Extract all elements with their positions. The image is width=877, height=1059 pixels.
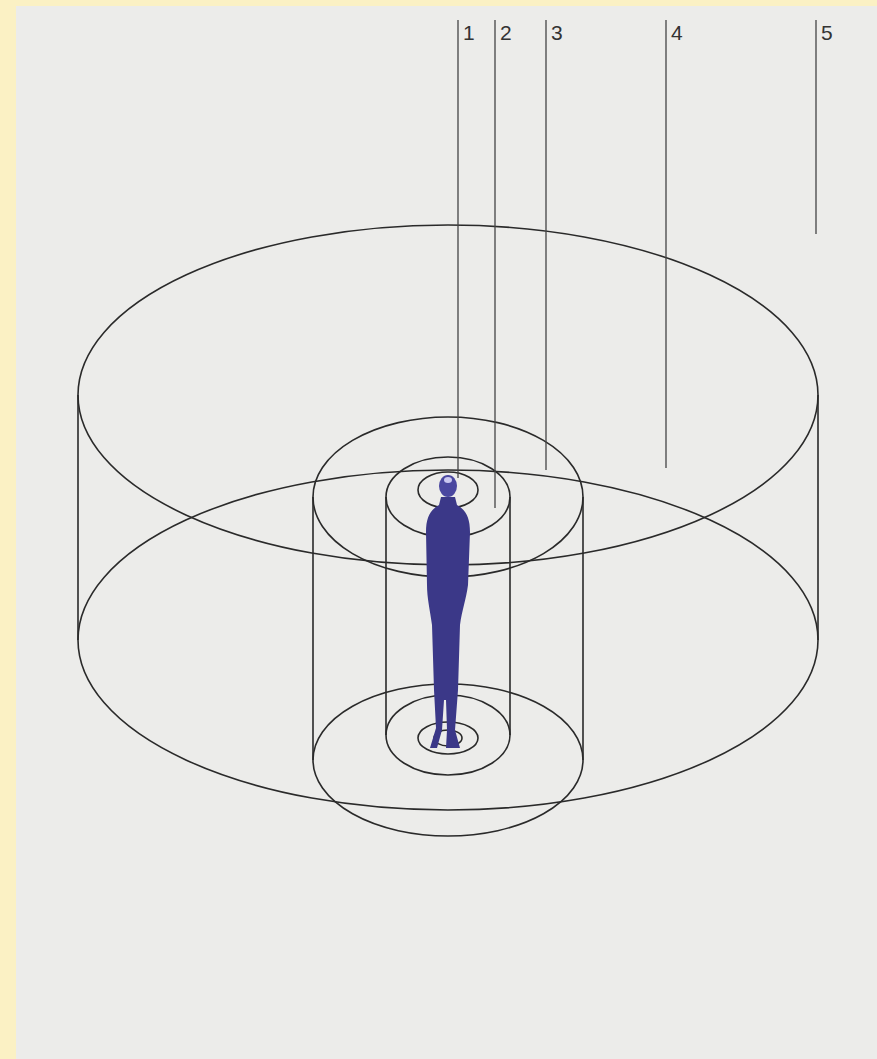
- leader-lines: [458, 20, 816, 508]
- leader-line: [815, 20, 816, 234]
- outer-cylinder-side: [817, 395, 819, 640]
- callout-number: 1: [463, 22, 475, 43]
- callout-number: 3: [551, 22, 563, 43]
- callout-number: 5: [821, 22, 833, 43]
- leader-line: [494, 20, 495, 508]
- head-highlight: [444, 477, 452, 483]
- leader-line: [457, 20, 458, 478]
- callout-number: 2: [500, 22, 512, 43]
- small-cylinder-side: [385, 497, 387, 735]
- human-figure: [426, 475, 470, 748]
- middle-cylinder-side: [582, 497, 584, 760]
- outer-cylinder-bottom: [78, 470, 818, 810]
- cylinders: [78, 225, 818, 836]
- photo-ground: [16, 6, 877, 1059]
- outer-cylinder-side: [77, 395, 79, 640]
- callout-number: 4: [671, 22, 683, 43]
- leader-line: [545, 20, 546, 470]
- middle-cylinder-side: [312, 497, 314, 760]
- small-cylinder-side: [509, 497, 511, 735]
- leader-line: [665, 20, 666, 468]
